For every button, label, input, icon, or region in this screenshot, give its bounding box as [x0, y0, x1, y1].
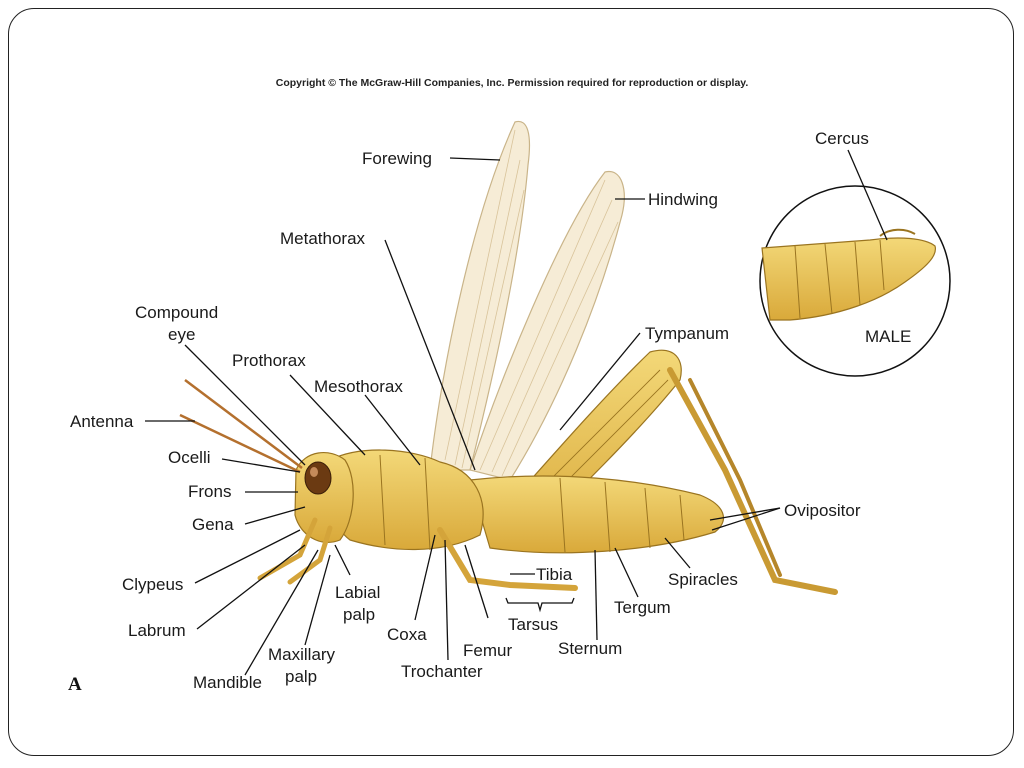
label-hindwing: Hindwing	[648, 190, 718, 209]
label-ocelli: Ocelli	[168, 448, 211, 467]
label-ovipositor: Ovipositor	[784, 501, 861, 520]
forewing-shape	[429, 120, 531, 471]
label-tarsus: Tarsus	[508, 615, 558, 634]
label-maxillary-palp-2: palp	[285, 667, 317, 686]
leader-lines	[145, 157, 781, 676]
hindwing-shape	[469, 170, 625, 481]
inset-label-cercus: Cercus	[815, 129, 869, 148]
tarsus-bracket	[505, 597, 575, 613]
label-antenna: Antenna	[70, 412, 134, 431]
inset-label-male: MALE	[865, 327, 911, 346]
label-coxa: Coxa	[387, 625, 427, 644]
labels: Forewing Hindwing Metathorax Compound ey…	[68, 149, 861, 695]
copyright-notice: Copyright © The McGraw-Hill Companies, I…	[275, 77, 749, 89]
label-prothorax: Prothorax	[232, 351, 306, 370]
label-labial-palp-2: palp	[343, 605, 375, 624]
panel-letter: A	[68, 674, 82, 695]
label-sternum: Sternum	[558, 639, 622, 658]
label-labrum: Labrum	[128, 621, 186, 640]
head	[179, 379, 354, 543]
label-frons: Frons	[188, 482, 231, 501]
label-mandible: Mandible	[193, 673, 262, 692]
label-labial-palp: Labial	[335, 583, 380, 602]
label-maxillary-palp: Maxillary	[268, 645, 336, 664]
label-metathorax: Metathorax	[280, 229, 366, 248]
label-tergum: Tergum	[614, 598, 671, 617]
label-clypeus: Clypeus	[122, 575, 183, 594]
label-gena: Gena	[192, 515, 234, 534]
label-tibia: Tibia	[536, 565, 573, 584]
label-spiracles: Spiracles	[668, 570, 738, 589]
label-mesothorax: Mesothorax	[314, 377, 403, 396]
label-compound-eye: Compound	[135, 303, 218, 322]
label-compound-eye-2: eye	[168, 325, 195, 344]
abdomen	[469, 475, 725, 554]
label-forewing: Forewing	[362, 149, 432, 168]
label-femur: Femur	[463, 641, 512, 660]
label-trochanter: Trochanter	[401, 662, 483, 681]
inset-male-abdomen: Cercus MALE	[759, 129, 951, 377]
label-tympanum: Tympanum	[645, 324, 729, 343]
